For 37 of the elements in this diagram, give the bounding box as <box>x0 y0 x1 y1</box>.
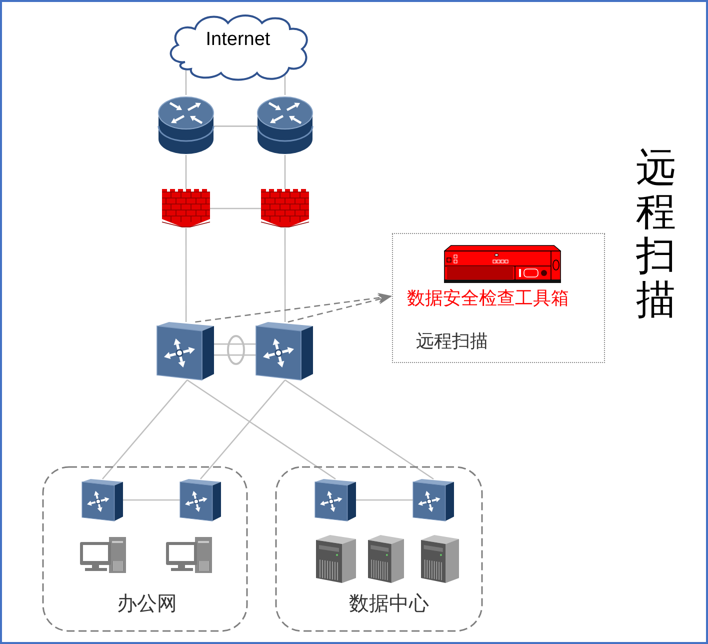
connector-line <box>214 354 256 356</box>
dotted-panel <box>392 233 605 363</box>
connector-line <box>200 380 286 480</box>
dashed-group-box <box>42 466 248 632</box>
connector-line <box>284 379 434 480</box>
firewall-icon <box>261 189 309 228</box>
connector-line <box>284 74 286 95</box>
node-label: Internet <box>204 29 272 52</box>
connector-line <box>186 379 336 480</box>
router-icon <box>257 95 313 155</box>
switch-icon <box>157 322 214 380</box>
connector-line <box>214 126 257 127</box>
connector-line <box>185 155 187 189</box>
connector-line <box>210 208 261 210</box>
group-label: 数据中心 <box>349 592 429 616</box>
switch-icon <box>315 479 356 521</box>
connector-line <box>185 68 187 95</box>
group-label: 办公网 <box>117 592 177 616</box>
switch-icon <box>82 479 123 521</box>
switch-icon <box>256 322 313 380</box>
connector-line <box>185 228 187 322</box>
firewall-icon <box>162 189 210 228</box>
switch-icon <box>413 479 454 521</box>
connector-line <box>356 499 413 501</box>
connector-line <box>123 499 180 501</box>
dashed-arrow <box>195 292 392 323</box>
connector-line <box>214 343 256 345</box>
connector-line <box>284 228 286 322</box>
device-label: 数据安全检查工具箱 <box>407 288 569 310</box>
connector-line <box>102 380 188 480</box>
connector-line <box>284 155 286 189</box>
router-icon <box>158 95 214 155</box>
dashed-arrow <box>288 294 392 323</box>
panel-label: 远程扫描 <box>416 331 488 353</box>
switch-icon <box>180 479 221 521</box>
dashed-group-box <box>275 466 483 632</box>
vertical-title: 远程扫描 <box>636 146 676 322</box>
